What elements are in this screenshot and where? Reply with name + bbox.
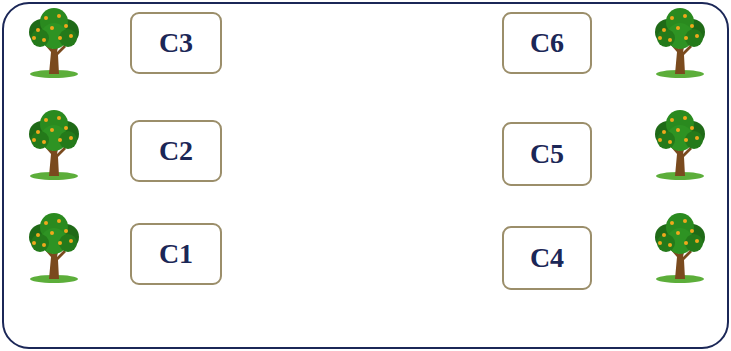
box-label: C2 (159, 136, 193, 167)
box-label: C1 (159, 239, 193, 270)
label-box: C1 (130, 223, 222, 285)
tree-icon (29, 8, 79, 78)
label-box: C3 (130, 12, 222, 74)
tree-icon (29, 110, 79, 180)
tree-icon (655, 8, 705, 78)
label-box: C4 (502, 226, 592, 290)
label-box: C5 (502, 122, 592, 186)
label-box: C2 (130, 120, 222, 182)
garden-border (3, 3, 728, 348)
tree-icon (655, 213, 705, 283)
box-label: C4 (530, 243, 564, 274)
tree-icon (655, 110, 705, 180)
label-box: C6 (502, 12, 592, 74)
box-label: C6 (530, 28, 564, 59)
tree-icon (29, 213, 79, 283)
box-label: C3 (159, 28, 193, 59)
box-label: C5 (530, 139, 564, 170)
